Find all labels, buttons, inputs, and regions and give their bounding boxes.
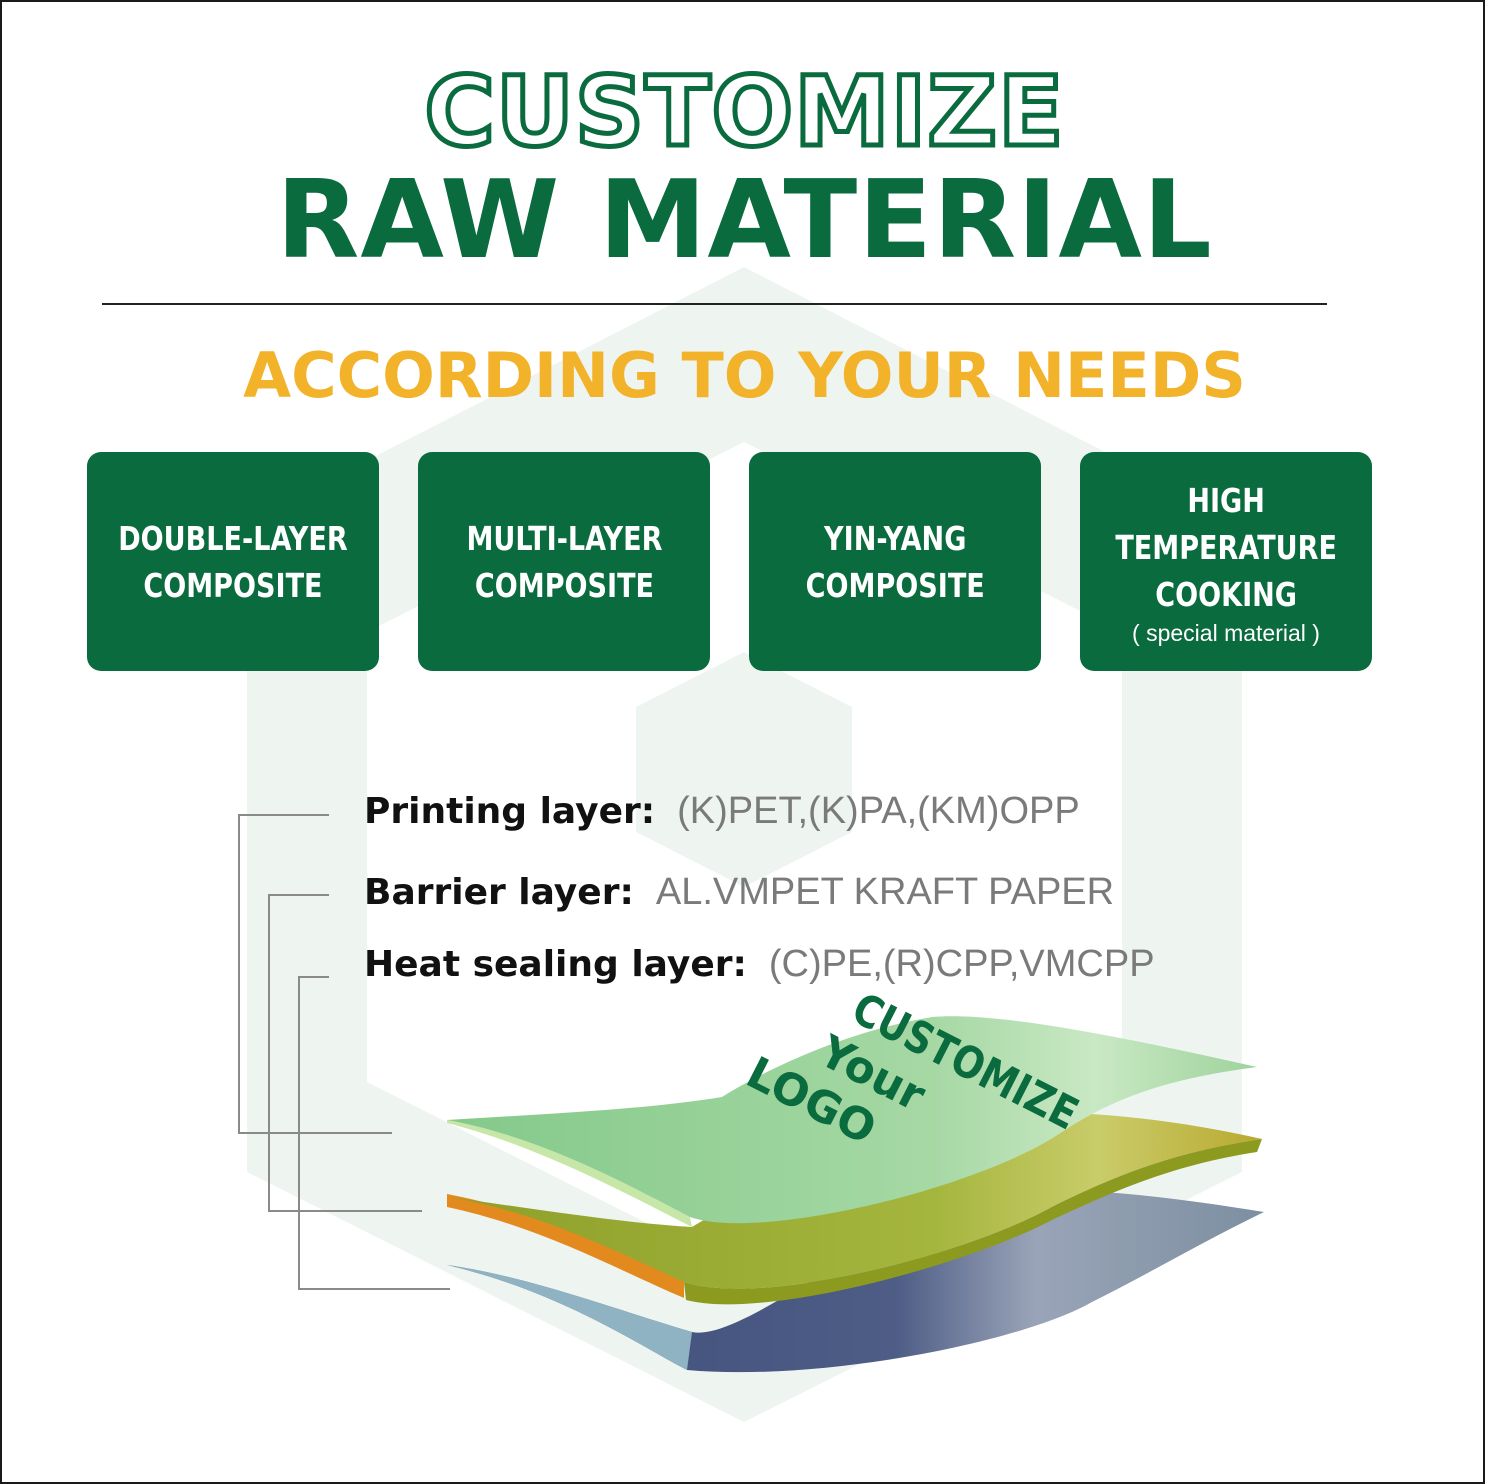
card-yin-yang: YIN-YANG COMPOSITE xyxy=(749,452,1041,671)
orange-edge xyxy=(447,1194,684,1298)
leader-lines xyxy=(238,814,450,1290)
layer-value: (K)PET,(K)PA,(KM)OPP xyxy=(677,790,1080,832)
card-title: HIGH TEMPERATURE COOKING xyxy=(1115,480,1337,614)
barrier-layer-row: Barrier layer: AL.VMPET KRAFT PAPER xyxy=(364,873,1114,911)
layer-value: (C)PE,(R)CPP,VMCPP xyxy=(768,943,1155,985)
card-title: DOUBLE-LAYER COMPOSITE xyxy=(118,518,348,605)
layer-label: Heat sealing layer: xyxy=(364,944,747,985)
card-note: ( special material ) xyxy=(1132,619,1320,646)
card-multi-layer: MULTI-LAYER COMPOSITE xyxy=(418,452,710,671)
layer-label: Barrier layer: xyxy=(364,872,634,913)
card-high-temperature: HIGH TEMPERATURE COOKING ( special mater… xyxy=(1080,452,1372,671)
card-double-layer: DOUBLE-LAYER COMPOSITE xyxy=(87,452,379,671)
printing-layer-row: Printing layer: (K)PET,(K)PA,(KM)OPP xyxy=(364,792,1080,830)
layer-label: Printing layer: xyxy=(364,791,656,832)
card-title: YIN-YANG COMPOSITE xyxy=(805,518,985,605)
title-raw-material: RAW MATERIAL xyxy=(276,158,1213,283)
middle-sheet-bottom xyxy=(684,1139,1262,1305)
card-title: MULTI-LAYER COMPOSITE xyxy=(466,518,662,605)
top-sheet xyxy=(447,1016,1257,1224)
header-divider xyxy=(102,303,1327,305)
title-customize: CUSTOMIZE xyxy=(422,56,1066,168)
layer-value: AL.VMPET KRAFT PAPER xyxy=(655,871,1115,913)
subtitle: ACCORDING TO YOUR NEEDS xyxy=(243,339,1246,412)
bottom-sheet-edge xyxy=(447,1265,692,1370)
heat-sealing-layer-row: Heat sealing layer: (C)PE,(R)CPP,VMCPP xyxy=(364,945,1155,983)
